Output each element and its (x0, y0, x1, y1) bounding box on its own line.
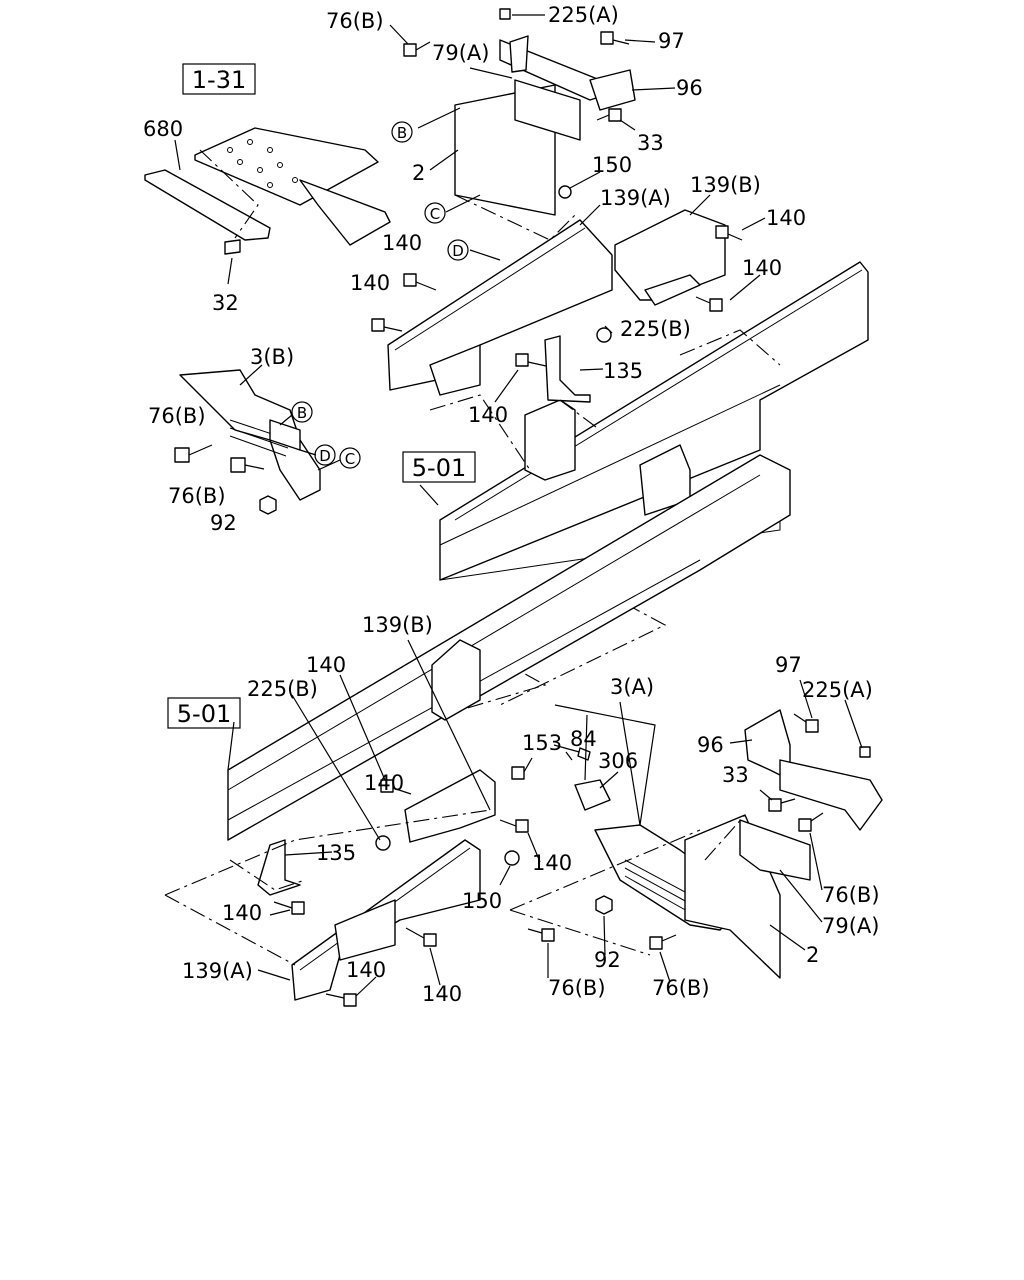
label-2-lower: 2 (806, 943, 819, 967)
circled-c-upper: C (424, 202, 446, 224)
label-92-left: 92 (210, 511, 237, 535)
svg-text:D: D (319, 447, 331, 465)
fasteners (174, 8, 871, 1007)
bracket-139b-lower (404, 769, 496, 843)
label-150-lower: 150 (462, 889, 502, 913)
label-140-lower-b: 140 (532, 851, 572, 875)
label-79a-lower: 79(A) (822, 914, 879, 938)
leader-dashes-lower (164, 809, 746, 966)
label-76b-top: 76(B) (326, 9, 384, 33)
label-153: 153 (522, 731, 562, 755)
label-76b-lower-a: 76(B) (548, 976, 606, 1000)
label-140-d: 140 (350, 271, 390, 295)
label-306: 306 (598, 749, 638, 773)
label-33-top: 33 (637, 131, 664, 155)
circled-d-upper: D (447, 239, 469, 261)
label-139a-top: 139(A) (600, 186, 671, 210)
label-139b-lower: 139(B) (362, 613, 433, 637)
circled-b-upper: B (391, 121, 413, 143)
stay-135-upper (544, 335, 591, 403)
bracket-139a-lower (291, 839, 481, 1001)
svg-text:5-01: 5-01 (177, 700, 231, 728)
label-225a-lower: 225(A) (802, 678, 873, 702)
label-140-b: 140 (382, 231, 422, 255)
label-97-lower: 97 (775, 653, 802, 677)
stay-135-lower (257, 839, 301, 896)
label-32: 32 (212, 291, 239, 315)
label-135-top: 135 (603, 359, 643, 383)
label-96-top: 96 (676, 76, 703, 100)
label-140-lower-d: 140 (346, 958, 386, 982)
label-leaders (174, 14, 863, 997)
label-225b-top: 225(B) (620, 317, 691, 341)
circled-b-left: B (291, 401, 313, 423)
bracket-139a-upper (387, 219, 613, 396)
label-140-e: 140 (468, 403, 508, 427)
svg-text:C: C (345, 450, 355, 468)
ref-box-1-31: 1-31 (182, 63, 256, 95)
floor-plate-assembly (144, 127, 391, 255)
label-140-lower-e: 140 (422, 982, 462, 1006)
svg-text:5-01: 5-01 (412, 454, 466, 482)
part-labels: 76(B) 225(A) 97 79(A) 96 33 2 150 139(A)… (143, 3, 880, 1006)
label-79a-top: 79(A) (432, 41, 489, 65)
label-225b-lower: 225(B) (247, 677, 318, 701)
bracket-79a-lower (739, 709, 883, 881)
frame-rail-lower (227, 454, 791, 841)
label-140-lower-f: 140 (364, 771, 404, 795)
circled-c-left: C (339, 447, 361, 469)
label-150-top: 150 (592, 153, 632, 177)
bracket-139b-upper (614, 209, 726, 306)
frame-rail-upper (439, 261, 869, 581)
label-225a-top: 225(A) (548, 3, 619, 27)
label-76b-lower-right: 76(B) (822, 883, 880, 907)
svg-text:C: C (430, 205, 440, 223)
label-139b-top: 139(B) (690, 173, 761, 197)
label-76b-left-b: 76(B) (168, 484, 226, 508)
label-140-lower-a: 140 (306, 653, 346, 677)
label-84: 84 (570, 727, 597, 751)
label-33-lower: 33 (722, 763, 749, 787)
label-680: 680 (143, 117, 183, 141)
label-96-lower: 96 (697, 733, 724, 757)
label-92-lower: 92 (594, 948, 621, 972)
circled-d-left: D (314, 444, 336, 466)
label-135-lower: 135 (316, 841, 356, 865)
label-3b: 3(B) (250, 345, 294, 369)
label-76b-left-a: 76(B) (148, 404, 206, 428)
label-97-top: 97 (658, 29, 685, 53)
svg-text:B: B (297, 404, 307, 422)
label-3a: 3(A) (610, 675, 654, 699)
ref-box-5-01-lower: 5-01 (167, 697, 241, 729)
label-140-a: 140 (766, 206, 806, 230)
upper-bracket-79a (454, 35, 636, 216)
svg-text:B: B (397, 124, 407, 142)
label-139a-lower: 139(A) (182, 959, 253, 983)
label-140-c: 140 (742, 256, 782, 280)
label-2-top: 2 (412, 161, 425, 185)
svg-text:1-31: 1-31 (192, 66, 246, 94)
ref-box-5-01-upper: 5-01 (402, 451, 476, 483)
label-140-lower-c: 140 (222, 901, 262, 925)
label-76b-lower-b: 76(B) (652, 976, 710, 1000)
svg-text:D: D (452, 242, 464, 260)
mudguard-3b-upper (179, 369, 321, 501)
